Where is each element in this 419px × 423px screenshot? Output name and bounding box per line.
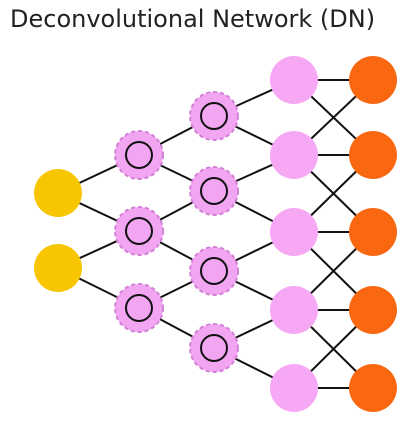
hidden2-node	[189, 166, 239, 216]
output-node	[349, 56, 397, 104]
hidden2-node	[189, 246, 239, 296]
hidden1-node	[114, 283, 164, 333]
pink-node	[270, 286, 318, 334]
output-node	[349, 364, 397, 412]
pink-node	[270, 208, 318, 256]
hidden2-node	[189, 323, 239, 373]
hidden1-node	[114, 130, 164, 180]
pink-node	[270, 131, 318, 179]
input-node	[34, 169, 82, 217]
pink-node	[270, 364, 318, 412]
nodes-layer	[34, 56, 397, 412]
input-node	[34, 244, 82, 292]
hidden1-node	[114, 206, 164, 256]
diagram-title: Deconvolutional Network (DN)	[10, 5, 376, 33]
output-node	[349, 208, 397, 256]
output-node	[349, 286, 397, 334]
pink-node	[270, 56, 318, 104]
hidden2-node	[189, 91, 239, 141]
output-node	[349, 131, 397, 179]
